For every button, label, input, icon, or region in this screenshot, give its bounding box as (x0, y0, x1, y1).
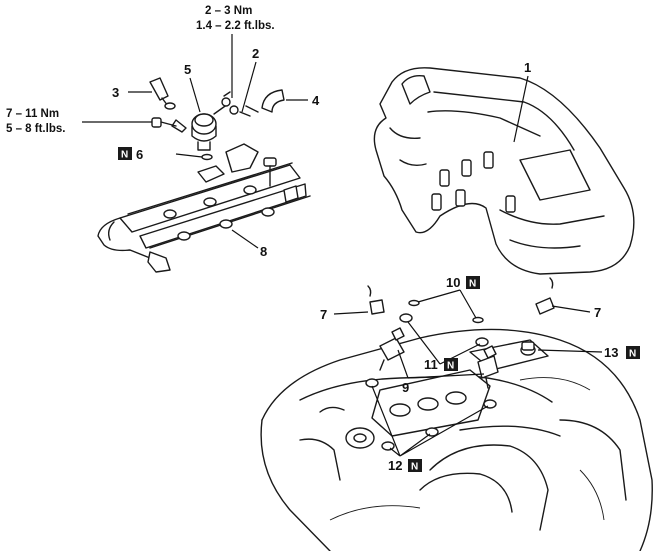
connector-icon (367, 277, 555, 315)
svg-text:N: N (411, 462, 418, 473)
svg-text:N: N (629, 349, 636, 360)
badge-n-6: N (118, 147, 132, 161)
callout-11: 11 (424, 357, 438, 372)
callout-2: 2 (252, 46, 259, 61)
return-hose-icon (239, 89, 285, 117)
badge-n-12: N (408, 459, 422, 473)
callout-3: 3 (112, 85, 119, 100)
svg-text:N: N (447, 361, 454, 372)
callout-7-right: 7 (594, 305, 601, 320)
callout-6: 6 (136, 147, 143, 162)
injector-icon (379, 327, 499, 389)
callout-4: 4 (312, 93, 320, 108)
callout-10: 10 (446, 275, 460, 290)
callout-labels: 1 2 3 4 5 6 8 7 7 10 11 9 12 13 (112, 46, 618, 473)
vacuum-hose-icon (149, 77, 176, 110)
cap-icon (520, 341, 536, 356)
bolt-icon (151, 117, 187, 133)
svg-text:N: N (469, 279, 476, 290)
badge-n-13: N (626, 346, 640, 360)
torque-left-ftlbs: 5 – 8 ft.lbs. (6, 123, 65, 135)
torque-spec-upper: 2 – 3 Nm 1.4 – 2.2 ft.lbs. (196, 5, 275, 32)
fuel-rail-icon (97, 143, 311, 273)
engine-block-icon (260, 328, 653, 551)
badge-n-10: N (466, 276, 480, 290)
n-badges: N N N N N (118, 147, 640, 473)
svg-text:N: N (121, 150, 128, 161)
badge-n-11: N (444, 358, 458, 372)
o-ring-icon (201, 153, 213, 161)
callout-7-left: 7 (320, 307, 327, 322)
intake-plenum-icon (373, 67, 635, 275)
leader-lines (82, 34, 603, 457)
callout-12: 12 (388, 458, 402, 473)
torque-left-nm: 7 – 11 Nm (6, 108, 59, 120)
callout-8: 8 (260, 244, 267, 259)
callout-9: 9 (402, 380, 409, 395)
torque-upper-ftlbs: 1.4 – 2.2 ft.lbs. (196, 20, 275, 32)
callout-13: 13 (604, 345, 618, 360)
callout-1: 1 (524, 60, 531, 75)
callout-5: 5 (184, 62, 191, 77)
torque-spec-left: 7 – 11 Nm 5 – 8 ft.lbs. (6, 108, 65, 135)
torque-upper-nm: 2 – 3 Nm (205, 5, 252, 17)
pressure-regulator-icon (191, 91, 239, 151)
